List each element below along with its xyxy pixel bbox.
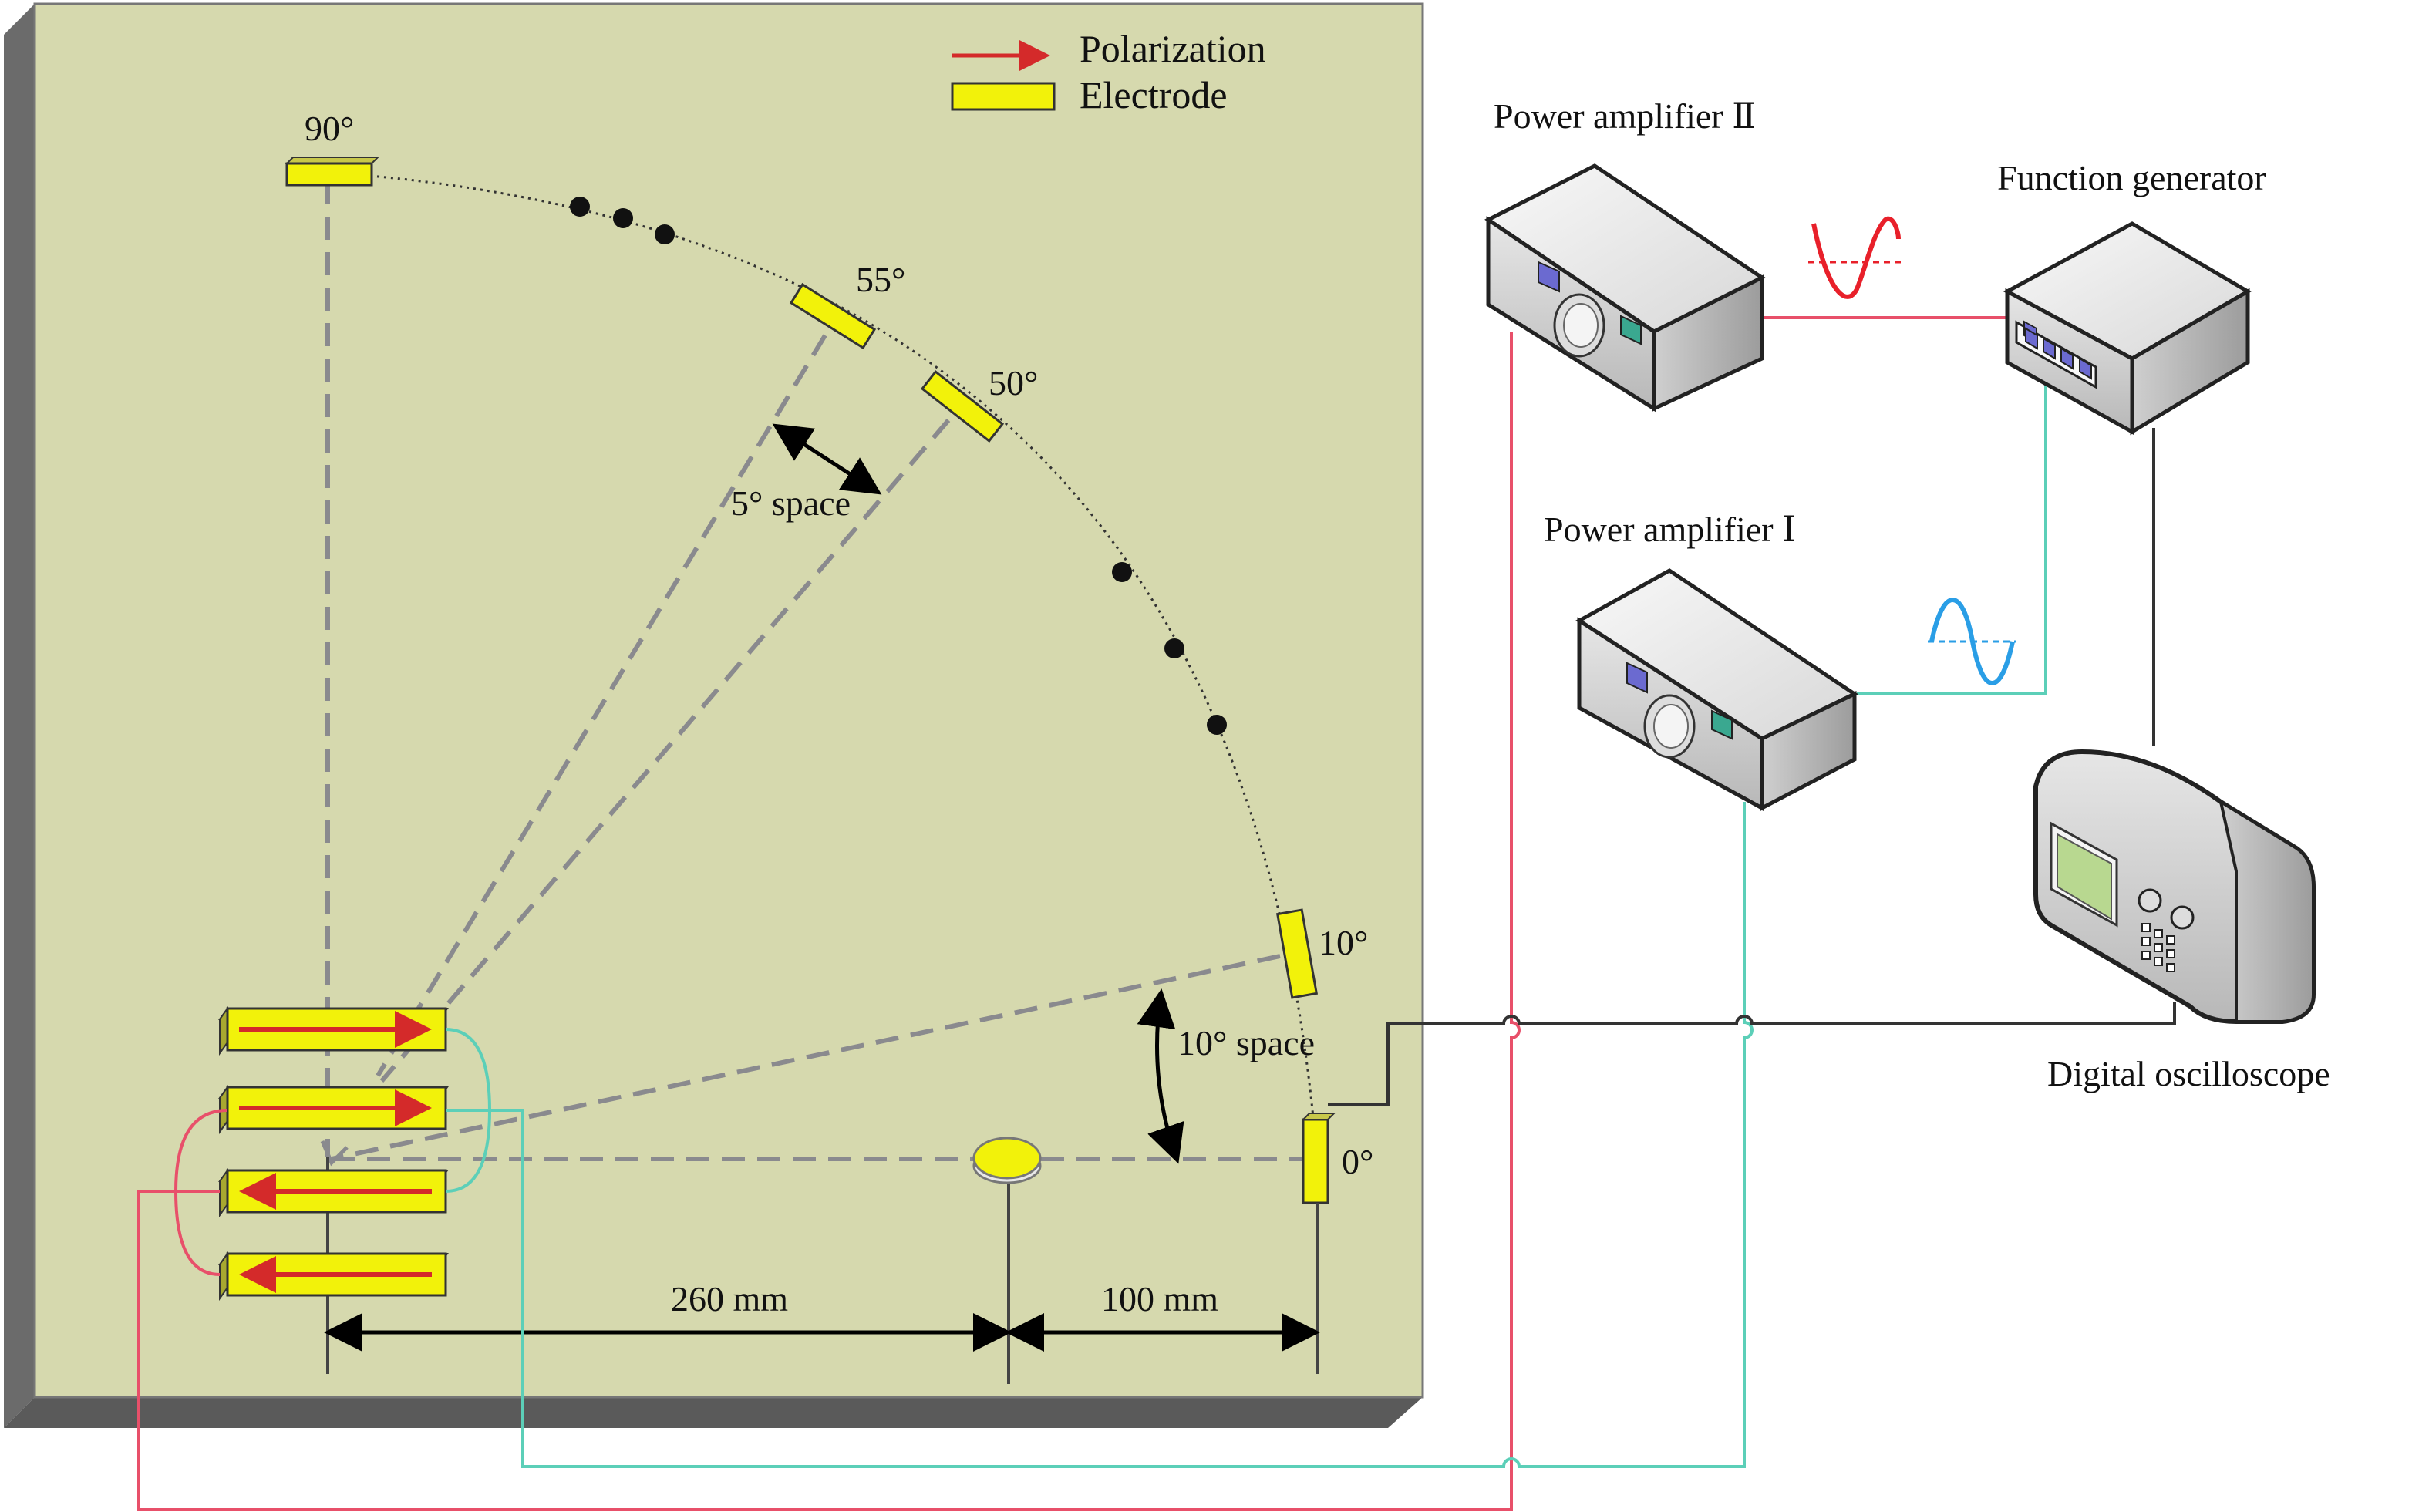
legend-electrode-swatch — [951, 82, 1056, 111]
five-deg-arrow — [772, 423, 882, 495]
actuator-1 — [218, 1005, 449, 1056]
arc-ellipsis-dots — [570, 197, 1227, 735]
power-amplifier-1-label: Power amplifier Ⅰ — [1544, 510, 1796, 549]
legend-polarization-label: Polarization — [1080, 27, 1266, 70]
function-generator-icon — [2003, 221, 2252, 436]
dimension-100-label: 100 mm — [1101, 1279, 1218, 1318]
angle-label-55: 55° — [856, 260, 905, 299]
power-amplifier-1-icon — [1575, 568, 1859, 812]
ten-deg-label: 10° space — [1177, 1023, 1315, 1062]
angle-label-90: 90° — [305, 109, 354, 148]
sensor-0deg — [1301, 1113, 1336, 1204]
digital-oscilloscope-icon — [2033, 749, 2316, 1024]
tone-burst-red-icon — [1808, 216, 1905, 299]
sensor-90deg — [285, 157, 380, 187]
angle-label-0: 0° — [1342, 1142, 1373, 1181]
function-generator-label: Function generator — [1997, 158, 2266, 197]
dimension-260-label: 260 mm — [671, 1279, 788, 1318]
actuator-2 — [218, 1084, 449, 1135]
five-deg-label: 5° space — [731, 483, 851, 523]
sensor-55deg — [789, 282, 877, 350]
sensor-10deg — [1275, 908, 1319, 999]
damage-disc — [972, 1137, 1042, 1184]
sine-wave-blue-icon — [1928, 598, 2016, 685]
dimension-260mm: 260 mm — [324, 1279, 1012, 1352]
sensor-50deg — [920, 370, 1005, 443]
aluminum-plate — [4, 2, 1424, 1428]
actuator-stack — [218, 1005, 449, 1302]
converge-arrowhead — [320, 1140, 349, 1167]
wire-teal — [445, 384, 2047, 1468]
angle-label-50: 50° — [989, 363, 1038, 402]
actuator-4 — [218, 1251, 449, 1302]
wire-red — [137, 316, 2009, 1511]
power-amplifier-2-label: Power amplifier Ⅱ — [1494, 96, 1756, 136]
ten-deg-arrow — [1137, 988, 1184, 1164]
digital-oscilloscope-label: Digital oscilloscope — [2047, 1054, 2330, 1093]
wire-dark — [1328, 428, 2176, 1106]
actuator-3 — [218, 1167, 449, 1218]
power-amplifier-2-icon — [1484, 163, 1766, 413]
angle-label-10: 10° — [1319, 923, 1368, 962]
oscilloscope-keypad — [2141, 923, 2175, 972]
dimension-100mm: 100 mm — [1006, 1279, 1320, 1352]
legend-electrode-label: Electrode — [1080, 73, 1228, 116]
legend: Polarization Electrode — [951, 27, 1266, 116]
